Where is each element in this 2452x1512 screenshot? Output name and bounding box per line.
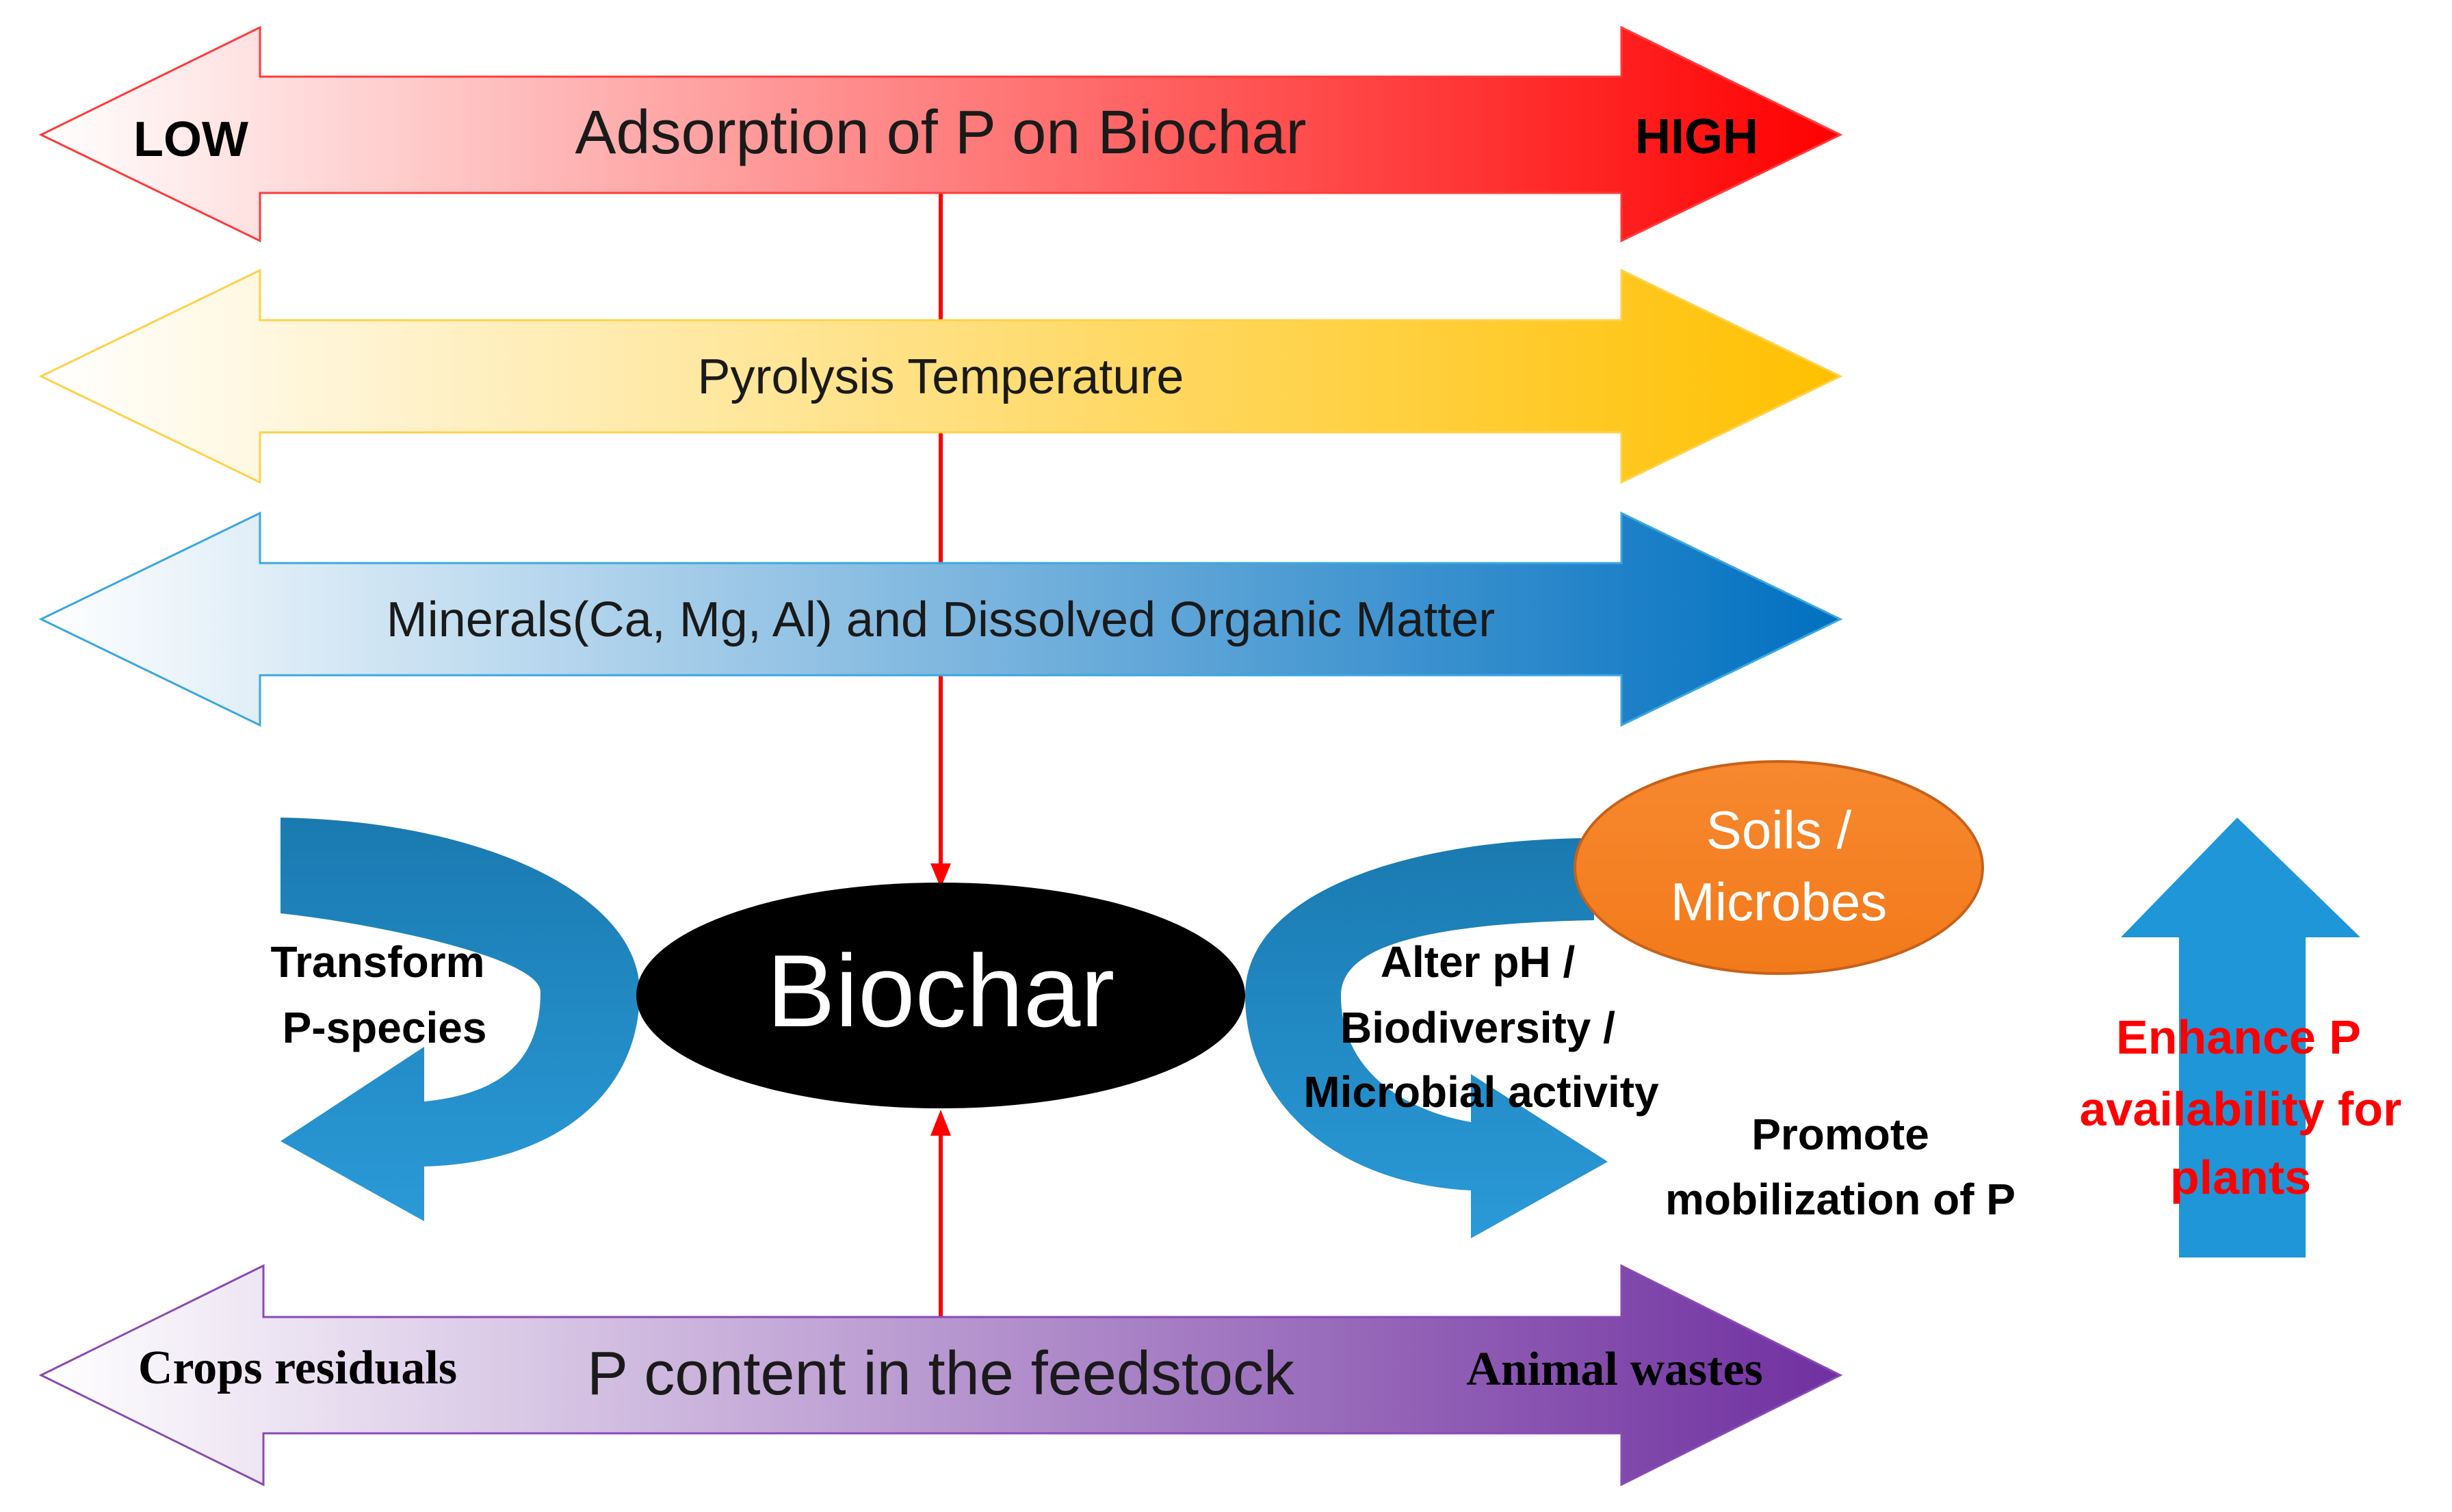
enhance-line3: plants [2170, 1151, 2311, 1204]
right-process-line1: Alter pH / [1381, 937, 1576, 987]
left-curved-arrow-shape [281, 818, 640, 1221]
promote-line1: Promote [1751, 1110, 1929, 1159]
soils-node: Soils / Microbes [1574, 760, 1984, 975]
adsorption-title: Adsorption of P on Biochar [575, 99, 1306, 167]
enhance-line2: availability for [2080, 1082, 2402, 1136]
left-process-line1: Transform [271, 937, 485, 987]
minerals-title: Minerals(Ca, Mg, Al) and Dissolved Organ… [387, 592, 1496, 647]
promote-text: Promote mobilization of P [1665, 1110, 2016, 1224]
pyrolysis-arrow-shape [38, 268, 1843, 484]
right-curved-arrow: Alter pH / Biodiversity / Microbial acti… [1245, 838, 1659, 1238]
minerals-arrow: Minerals(Ca, Mg, Al) and Dissolved Organ… [38, 511, 1843, 727]
biochar-node: Biochar [636, 883, 1245, 1108]
minerals-arrow-shape [38, 511, 1843, 727]
promote-line2: mobilization of P [1665, 1175, 2016, 1224]
soils-ellipse [1574, 760, 1984, 975]
adsorption-low-label: LOW [133, 112, 248, 167]
biochar-label: Biochar [767, 933, 1115, 1048]
adsorption-high-label: HIGH [1635, 109, 1758, 164]
feedstock-title: P content in the feedstock [587, 1340, 1295, 1408]
up-arrow-shape [2121, 818, 2360, 1257]
feedstock-low-label: Crops residuals [138, 1342, 457, 1394]
connector-lines [930, 185, 951, 1320]
feedstock-high-label: Animal wastes [1466, 1343, 1763, 1396]
soils-line1: Soils / [1706, 800, 1852, 860]
left-process-line2: P-species [283, 1003, 487, 1052]
adsorption-arrow-shape [38, 25, 1843, 243]
right-process-line3: Microbial activity [1303, 1067, 1659, 1117]
pyrolysis-title: Pyrolysis Temperature [698, 350, 1184, 404]
enhance-up-arrow: Enhance P availability for plants [2080, 818, 2402, 1257]
feedstock-arrow-shape [38, 1264, 1843, 1487]
pyrolysis-arrow: Pyrolysis Temperature [38, 268, 1843, 484]
soils-line2: Microbes [1671, 872, 1887, 932]
biochar-ellipse [636, 883, 1245, 1108]
connector-arrowhead-up [930, 1110, 951, 1136]
right-process-line2: Biodiversity / [1340, 1003, 1615, 1052]
enhance-line1: Enhance P [2116, 1011, 2361, 1064]
right-curved-arrow-shape [1245, 838, 1608, 1238]
connector-arrowhead-down [930, 863, 951, 888]
feedstock-arrow: Crops residuals P content in the feedsto… [38, 1264, 1843, 1487]
adsorption-arrow: LOW Adsorption of P on Biochar HIGH [38, 25, 1843, 243]
left-curved-arrow: Transform P-species [271, 818, 640, 1221]
